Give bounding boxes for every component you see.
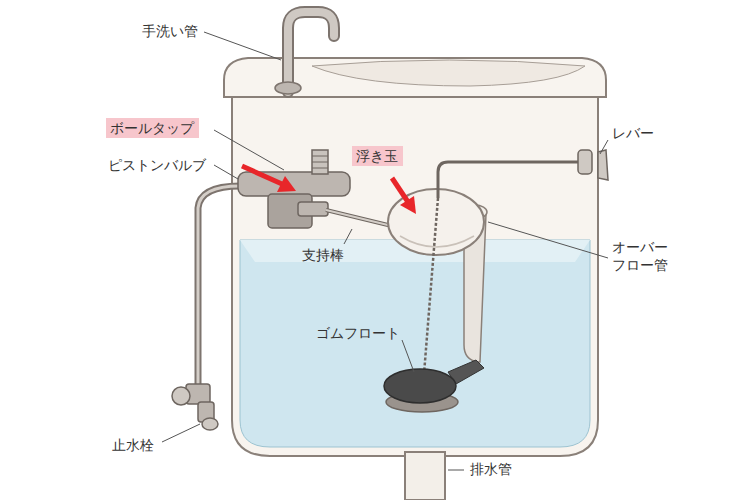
part-label: 手洗い管: [142, 22, 198, 40]
highlight-label-box: 浮き玉: [352, 146, 403, 166]
part-label: 排水管: [470, 460, 512, 478]
part-label: ピストンバルブ: [108, 156, 206, 174]
highlight-label-text: 浮き玉: [356, 147, 399, 165]
highlight-label-box: ボールタップ: [106, 118, 199, 138]
highlight-label-text: ボールタップ: [110, 119, 195, 137]
part-label: オーバー フロー管: [612, 238, 676, 274]
part-label: ゴムフロート: [316, 324, 400, 342]
part-label: レバー: [612, 124, 654, 142]
part-label: 止水栓: [112, 436, 154, 454]
part-label: 支持棒: [302, 246, 344, 264]
